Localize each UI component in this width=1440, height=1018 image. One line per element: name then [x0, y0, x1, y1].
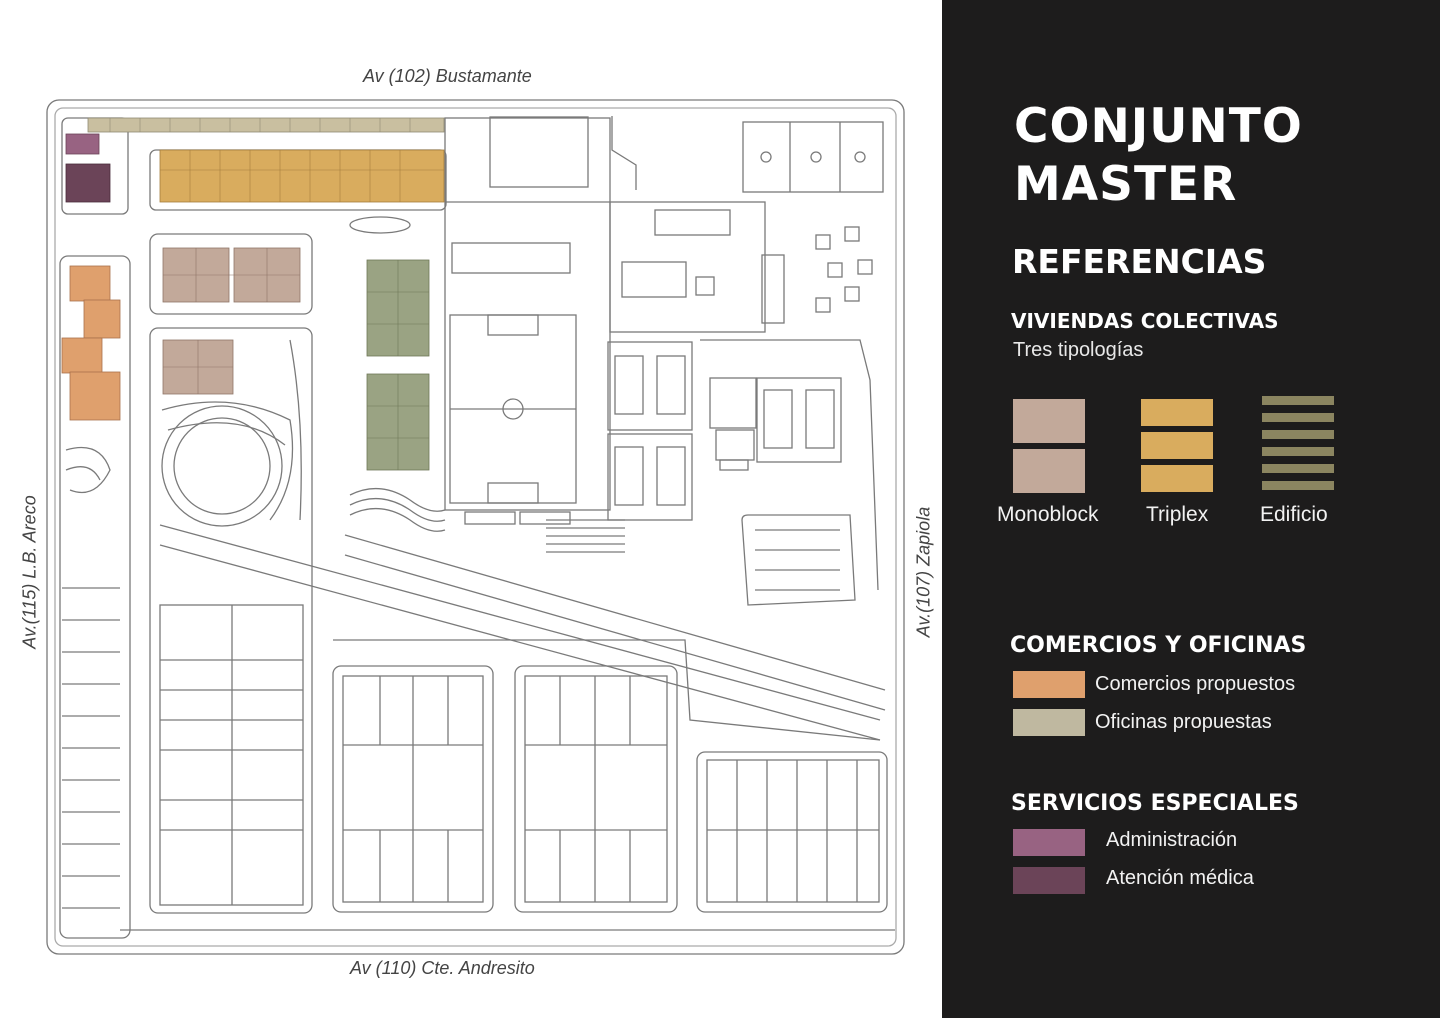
commerce-building — [83, 299, 121, 339]
references-heading: REFERENCIAS — [1012, 242, 1267, 281]
monoblock-swatch-top — [1013, 399, 1085, 443]
site-plan: Av (102) Bustamante Av (110) Cte. Andres… — [19, 66, 934, 978]
street-label-right: Av.(107) Zapiola — [913, 506, 934, 638]
medical-label: Atención médica — [1106, 867, 1254, 889]
edificio-swatch-2 — [1262, 413, 1334, 422]
title-line-2: MASTER — [1014, 157, 1238, 212]
commerce-swatch — [1013, 671, 1085, 698]
commerce-label: Comercios propuestos — [1095, 673, 1296, 695]
commerce-heading: COMERCIOS Y OFICINAS — [1010, 633, 1307, 658]
office-strip — [87, 117, 445, 133]
site-boundary — [46, 99, 905, 955]
commerce-building — [69, 371, 121, 421]
type-label-edificio: Edificio — [1260, 503, 1328, 526]
street-label-left: Av.(115) L.B. Areco — [19, 495, 40, 649]
title-line-1: CONJUNTO — [1014, 99, 1303, 154]
type-label-triplex: Triplex — [1146, 503, 1209, 526]
street-label-bottom: Av (110) Cte. Andresito — [350, 958, 535, 978]
offices-swatch — [1013, 709, 1085, 736]
edificio-swatch-1 — [1262, 396, 1334, 405]
administration-building — [65, 133, 100, 155]
triplex-row — [159, 149, 445, 203]
triplex-swatch-1 — [1141, 399, 1213, 426]
housing-subtitle: Tres tipologías — [1013, 339, 1144, 361]
edificio-swatch-3 — [1262, 430, 1334, 439]
medical-building — [65, 163, 111, 203]
administration-label: Administración — [1106, 829, 1238, 851]
triplex-swatch-3 — [1141, 465, 1213, 492]
edificio-swatch-5 — [1262, 464, 1334, 473]
site-plan-drawing — [46, 99, 905, 955]
medical-swatch — [1013, 867, 1085, 894]
triplex-swatch-2 — [1141, 432, 1213, 459]
commerce-building — [69, 265, 111, 302]
monoblock-swatch-bottom — [1013, 449, 1085, 493]
administration-swatch — [1013, 829, 1085, 856]
offices-label: Oficinas propuestas — [1095, 711, 1272, 733]
services-heading: SERVICIOS ESPECIALES — [1011, 791, 1299, 816]
legend-panel: CONJUNTO MASTER REFERENCIAS VIVIENDAS CO… — [942, 0, 1440, 1018]
edificio-swatch-4 — [1262, 447, 1334, 456]
edificio-swatch-6 — [1262, 481, 1334, 490]
type-label-monoblock: Monoblock — [997, 503, 1099, 526]
street-label-top: Av (102) Bustamante — [363, 66, 532, 86]
housing-heading: VIVIENDAS COLECTIVAS — [1011, 309, 1279, 333]
commerce-building — [61, 337, 103, 374]
